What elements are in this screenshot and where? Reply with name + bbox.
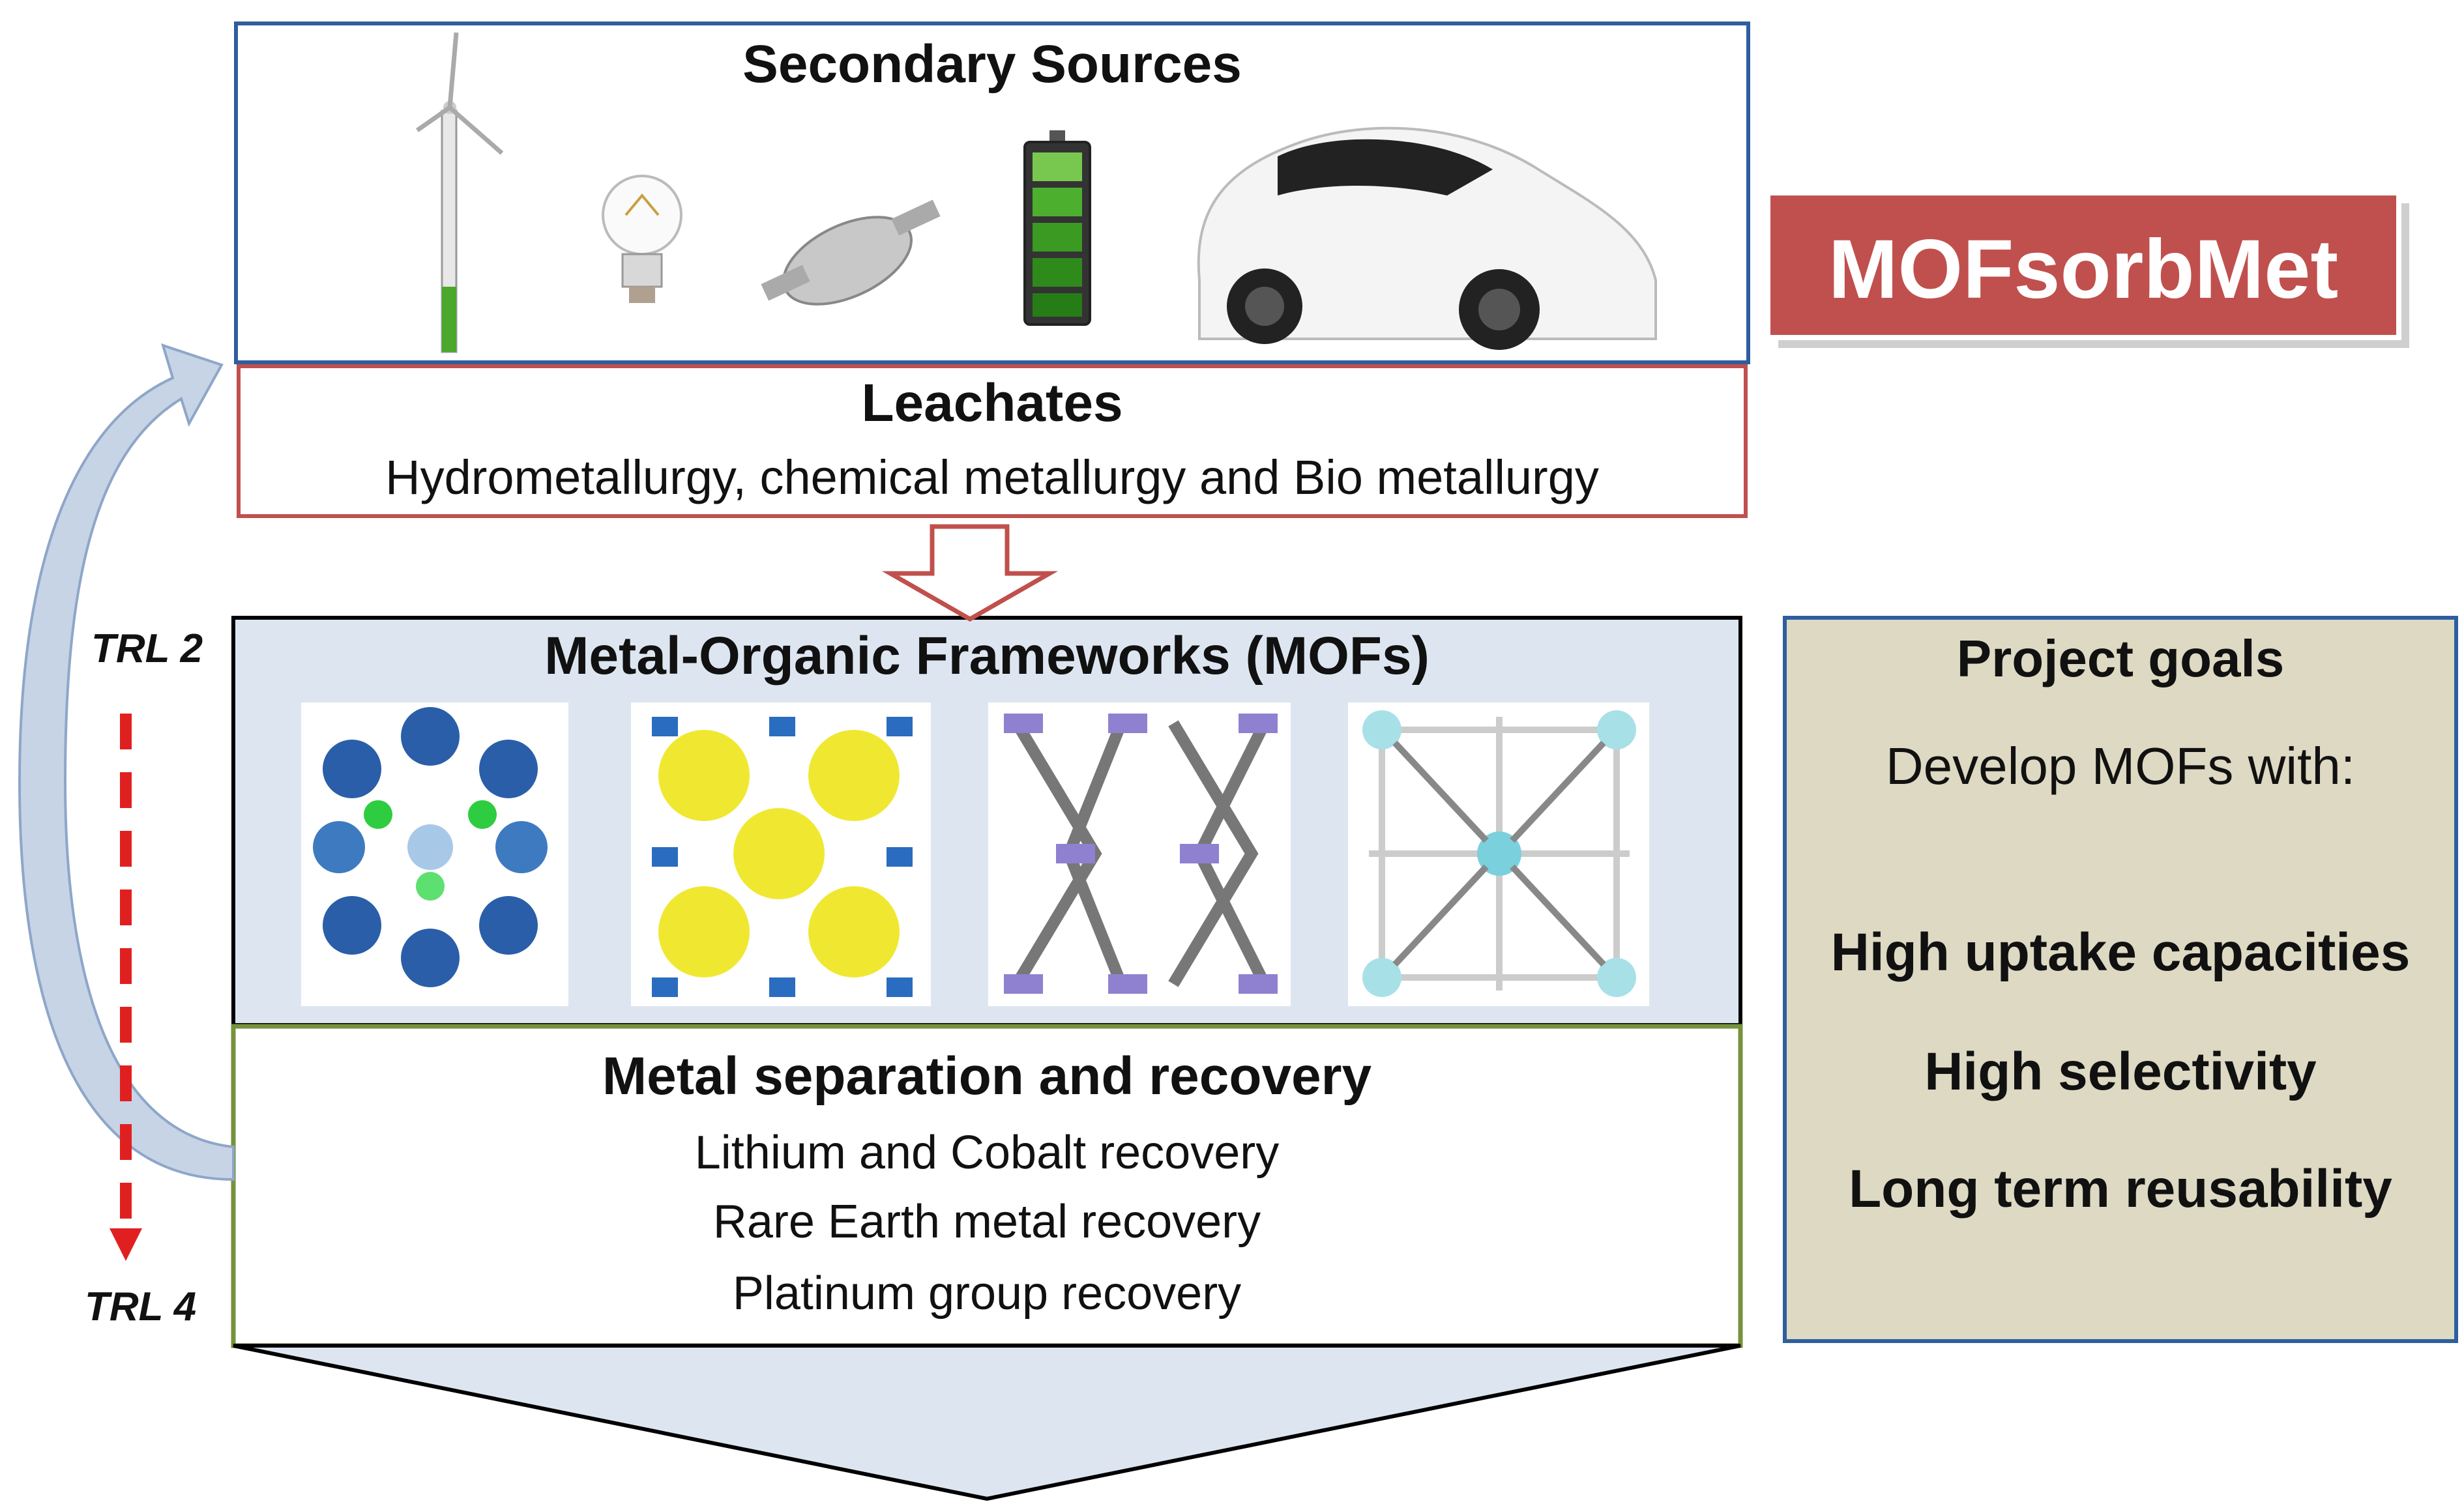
catalytic-converter-icon: [761, 199, 941, 306]
secondary-sources-title: Secondary Sources: [742, 35, 1242, 94]
goals-title: Project goals: [1956, 629, 2285, 687]
recovery-item: Lithium and Cobalt recovery: [694, 1127, 1280, 1179]
goals-box: [1783, 616, 2458, 1343]
recovery-item: Platinum group recovery: [732, 1267, 1242, 1320]
brand-name: MOFsorbMet: [1828, 223, 2339, 316]
trl-end-label: TRL 4: [85, 1284, 197, 1329]
leachates-box: [237, 364, 1748, 518]
electric-car-icon: [1197, 126, 1657, 350]
recovery-item: Rare Earth metal recovery: [712, 1196, 1261, 1248]
goal-item: High selectivity: [1924, 1042, 2317, 1101]
trl-arrowhead: [110, 1228, 142, 1261]
trl-start-label: TRL 2: [91, 626, 203, 671]
mof-structure-3: [988, 702, 1291, 1006]
leachates-subtitle: Hydrometallurgy, chemical metallurgy and…: [385, 450, 1599, 504]
down-arrow: [881, 524, 1059, 622]
light-bulb-icon: [602, 175, 682, 303]
recovery-title: Metal separation and recovery: [602, 1047, 1372, 1106]
recovery-box: [231, 1024, 1743, 1348]
bottom-funnel: [233, 1344, 1741, 1501]
leachates-title: Leachates: [861, 373, 1123, 433]
mof-structure-2: [631, 702, 931, 1006]
goals-intro: Develop MOFs with:: [1885, 737, 2356, 795]
mof-structure-4: [1348, 702, 1649, 1006]
goal-item: High uptake capacities: [1830, 923, 2411, 982]
brand-box: [1765, 190, 2401, 340]
mofs-title: Metal-Organic Frameworks (MOFs): [544, 626, 1430, 686]
wind-turbine-icon: [415, 32, 504, 353]
goal-item: Long term reusability: [1849, 1159, 2392, 1219]
battery-icon: [1023, 130, 1091, 326]
cycle-arrow: [18, 343, 235, 1181]
mof-structure-1: [301, 702, 568, 1006]
